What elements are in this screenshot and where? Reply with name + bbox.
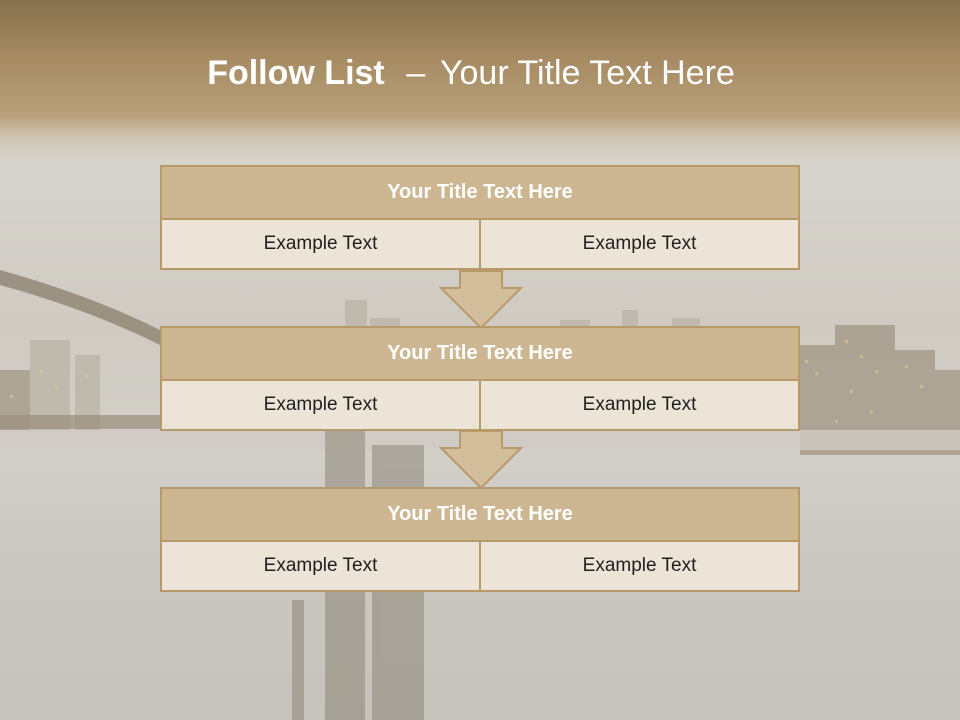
header-band — [0, 0, 960, 160]
step-row: Example Text Example Text — [160, 220, 800, 270]
step-title: Your Title Text Here — [160, 487, 800, 542]
title-bold-text: Follow List — [207, 54, 385, 92]
step-title: Your Title Text Here — [160, 165, 800, 220]
title-rest-text: Your Title Text Here — [439, 54, 735, 92]
step-cell-left: Example Text — [263, 394, 378, 415]
down-arrow-icon — [438, 270, 524, 330]
step-row: Example Text Example Text — [160, 542, 800, 592]
step-row: Example Text Example Text — [160, 381, 800, 431]
step-title: Your Title Text Here — [160, 326, 800, 381]
step-cell-right: Example Text — [479, 220, 798, 268]
step-cell-right: Example Text — [479, 542, 798, 590]
title-separator: – — [406, 54, 426, 92]
step-block-2: Your Title Text Here Example Text Exampl… — [160, 326, 800, 431]
step-cell-left: Example Text — [263, 233, 378, 254]
slide-title: Follow List – Your Title Text Here — [0, 54, 942, 93]
step-cell-left: Example Text — [263, 555, 378, 576]
step-block-1: Your Title Text Here Example Text Exampl… — [160, 165, 800, 270]
down-arrow-icon — [438, 430, 524, 490]
step-block-3: Your Title Text Here Example Text Exampl… — [160, 487, 800, 592]
step-cell-right: Example Text — [479, 381, 798, 429]
